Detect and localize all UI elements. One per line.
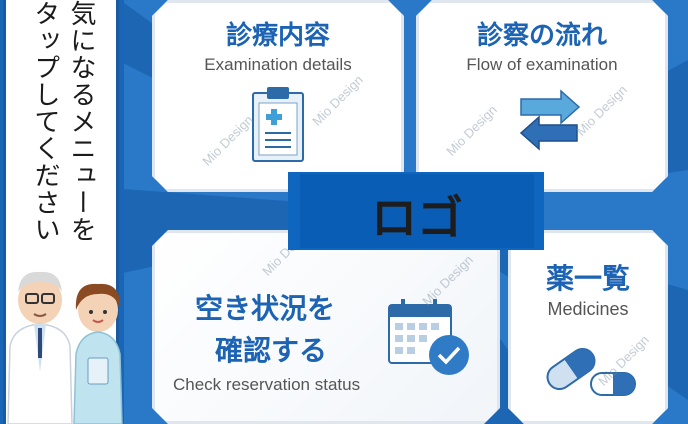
- card-subtitle: Flow of examination: [466, 55, 618, 74]
- card-title: 薬一覧: [545, 262, 630, 295]
- logo-inner: ロゴ: [300, 174, 534, 248]
- card-medicines[interactable]: 薬一覧 Medicines Mio Design: [508, 230, 668, 424]
- card-check-reservation-status[interactable]: 空き状況を 確認する Check reservation status Mio …: [152, 230, 500, 424]
- doctor-nurse-illustration: [7, 271, 123, 424]
- sidebar: 気になるメニューを タップしてください: [0, 0, 124, 424]
- card-subtitle: Examination details: [204, 55, 352, 74]
- logo-text: ロゴ: [371, 191, 463, 245]
- card-subtitle: Check reservation status: [173, 375, 361, 394]
- card-subtitle: Medicines: [547, 299, 629, 319]
- card-title: 診察の流れ: [476, 21, 607, 51]
- sidebar-instruction-line1: 気になるメニューを: [66, 0, 96, 243]
- card-title-line1: 空き状況を: [195, 292, 336, 325]
- calendar-check-icon: [387, 297, 473, 379]
- logo-box: ロゴ: [290, 174, 542, 248]
- capsules-icon: [539, 333, 639, 413]
- flow-arrows-icon: [517, 89, 585, 153]
- clipboard-icon: [251, 85, 305, 163]
- sidebar-instruction-line2: タップしてください: [30, 0, 60, 243]
- card-title-line2: 確認する: [215, 334, 328, 367]
- watermark: Mio Design: [443, 102, 500, 159]
- watermark: Mio Design: [309, 72, 366, 129]
- card-title: 診療内容: [225, 21, 330, 51]
- card-flow-of-examination[interactable]: 診察の流れ Flow of examination Mio Design Mio…: [416, 0, 668, 192]
- card-examination-details[interactable]: 診療内容 Examination details Mio Design Mio …: [152, 0, 404, 192]
- watermark: Mio Design: [199, 112, 256, 169]
